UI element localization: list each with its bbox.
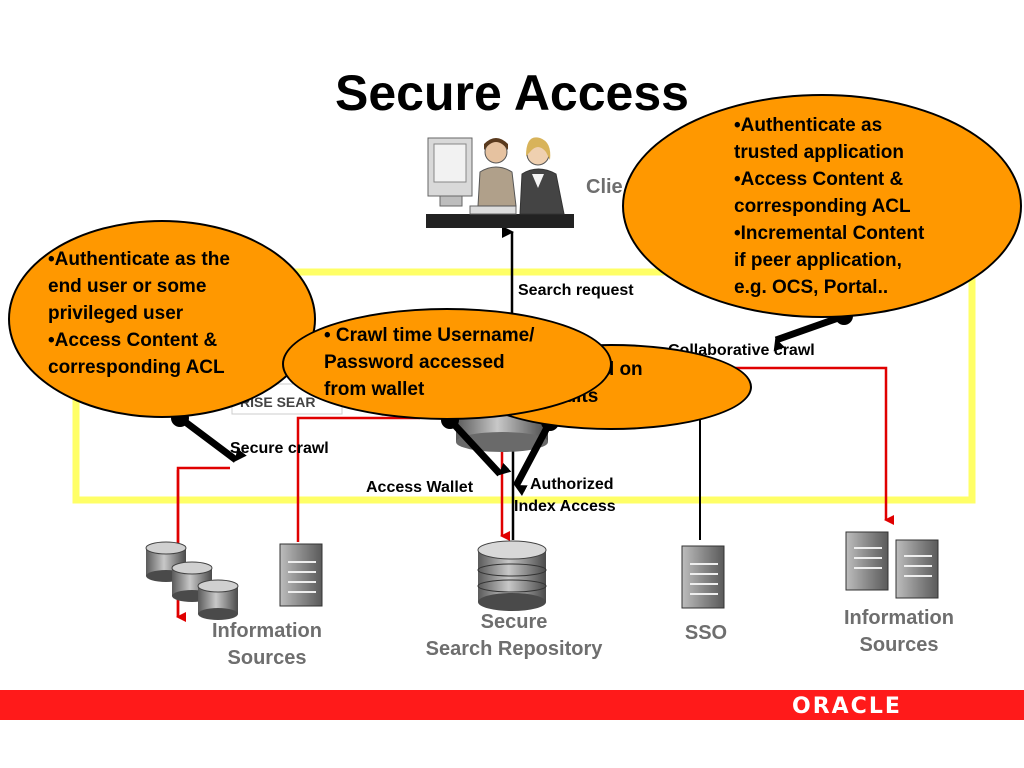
bubble-line: • Crawl time Username/ xyxy=(324,325,535,346)
left-server-red-line xyxy=(296,416,420,542)
caption-line: Secure xyxy=(480,611,548,633)
info-sources-left-caption: Information Sources xyxy=(196,618,338,672)
right-servers xyxy=(845,531,939,599)
left-bubble xyxy=(8,220,316,418)
secure-repository-caption: Secure Search Repository xyxy=(414,609,614,663)
bubble-line: •Authenticate as xyxy=(734,115,883,136)
bubble-line: if peer application, xyxy=(734,250,902,271)
sso-server xyxy=(681,545,725,609)
client-label: Clie xyxy=(586,176,623,198)
enterprise-search-label: RISE SEAR xyxy=(240,394,316,410)
access-wallet-label: Access Wallet xyxy=(366,479,474,496)
collab-crawl-red-line xyxy=(700,366,894,525)
footer-bar xyxy=(0,690,1024,720)
left-bubble-text: •Authenticate as the end user or some pr… xyxy=(48,246,230,381)
client-illustration xyxy=(426,130,574,228)
middle-bubble-pointer-1 xyxy=(447,417,512,477)
secure-crawl-label: Secure crawl xyxy=(230,440,329,457)
caption-line: Information xyxy=(212,620,322,642)
sso-caption: SSO xyxy=(684,622,728,644)
authorized-line-2: Index Access xyxy=(514,498,616,515)
middle-bubble-pointer-2 xyxy=(512,420,554,496)
bubble-line: •Access Content & xyxy=(48,330,218,351)
info-sources-right-caption: Information Sources xyxy=(828,605,970,659)
right-bubble-text: •Authenticate as trusted application •Ac… xyxy=(734,112,924,301)
caption-line: Sources xyxy=(227,647,307,669)
oracle-logo: ORACLE xyxy=(792,694,902,719)
middle-bubble xyxy=(282,308,612,420)
bubble-line: •Incremental Content xyxy=(734,223,925,244)
left-server xyxy=(279,543,323,607)
secure-repository-db xyxy=(477,540,547,611)
right-bubble-pointer xyxy=(773,312,846,352)
bubble-line: privileged user xyxy=(48,303,184,324)
bubble-line: corresponding ACL xyxy=(48,357,225,378)
caption-line: Information xyxy=(844,607,954,629)
search-request-label: Search request xyxy=(518,282,634,299)
authorized-line-1: Authorized xyxy=(530,476,614,493)
caption-line: Search Repository xyxy=(425,638,603,660)
left-bubble-pointer xyxy=(177,415,247,463)
middle-bubble-text: • Crawl time Username/ Password accessed… xyxy=(324,322,534,403)
bubble-line: from wallet xyxy=(324,379,425,400)
bubble-line: Password accessed xyxy=(324,352,505,373)
left-database-stack xyxy=(145,541,239,620)
bubble-line: •Access Content & xyxy=(734,169,904,190)
bubble-line: corresponding ACL xyxy=(734,196,911,217)
bubble-line: trusted application xyxy=(734,142,904,163)
bubble-line: end user or some xyxy=(48,276,207,297)
caption-line: Sources xyxy=(859,634,939,656)
bubble-line: •Authenticate as the xyxy=(48,249,230,270)
page-title: Secure Access xyxy=(335,65,689,121)
bubble-line: e.g. OCS, Portal.. xyxy=(734,277,889,298)
authorized-index-label: Authorized Index Access xyxy=(514,474,616,518)
right-bubble xyxy=(622,94,1022,318)
